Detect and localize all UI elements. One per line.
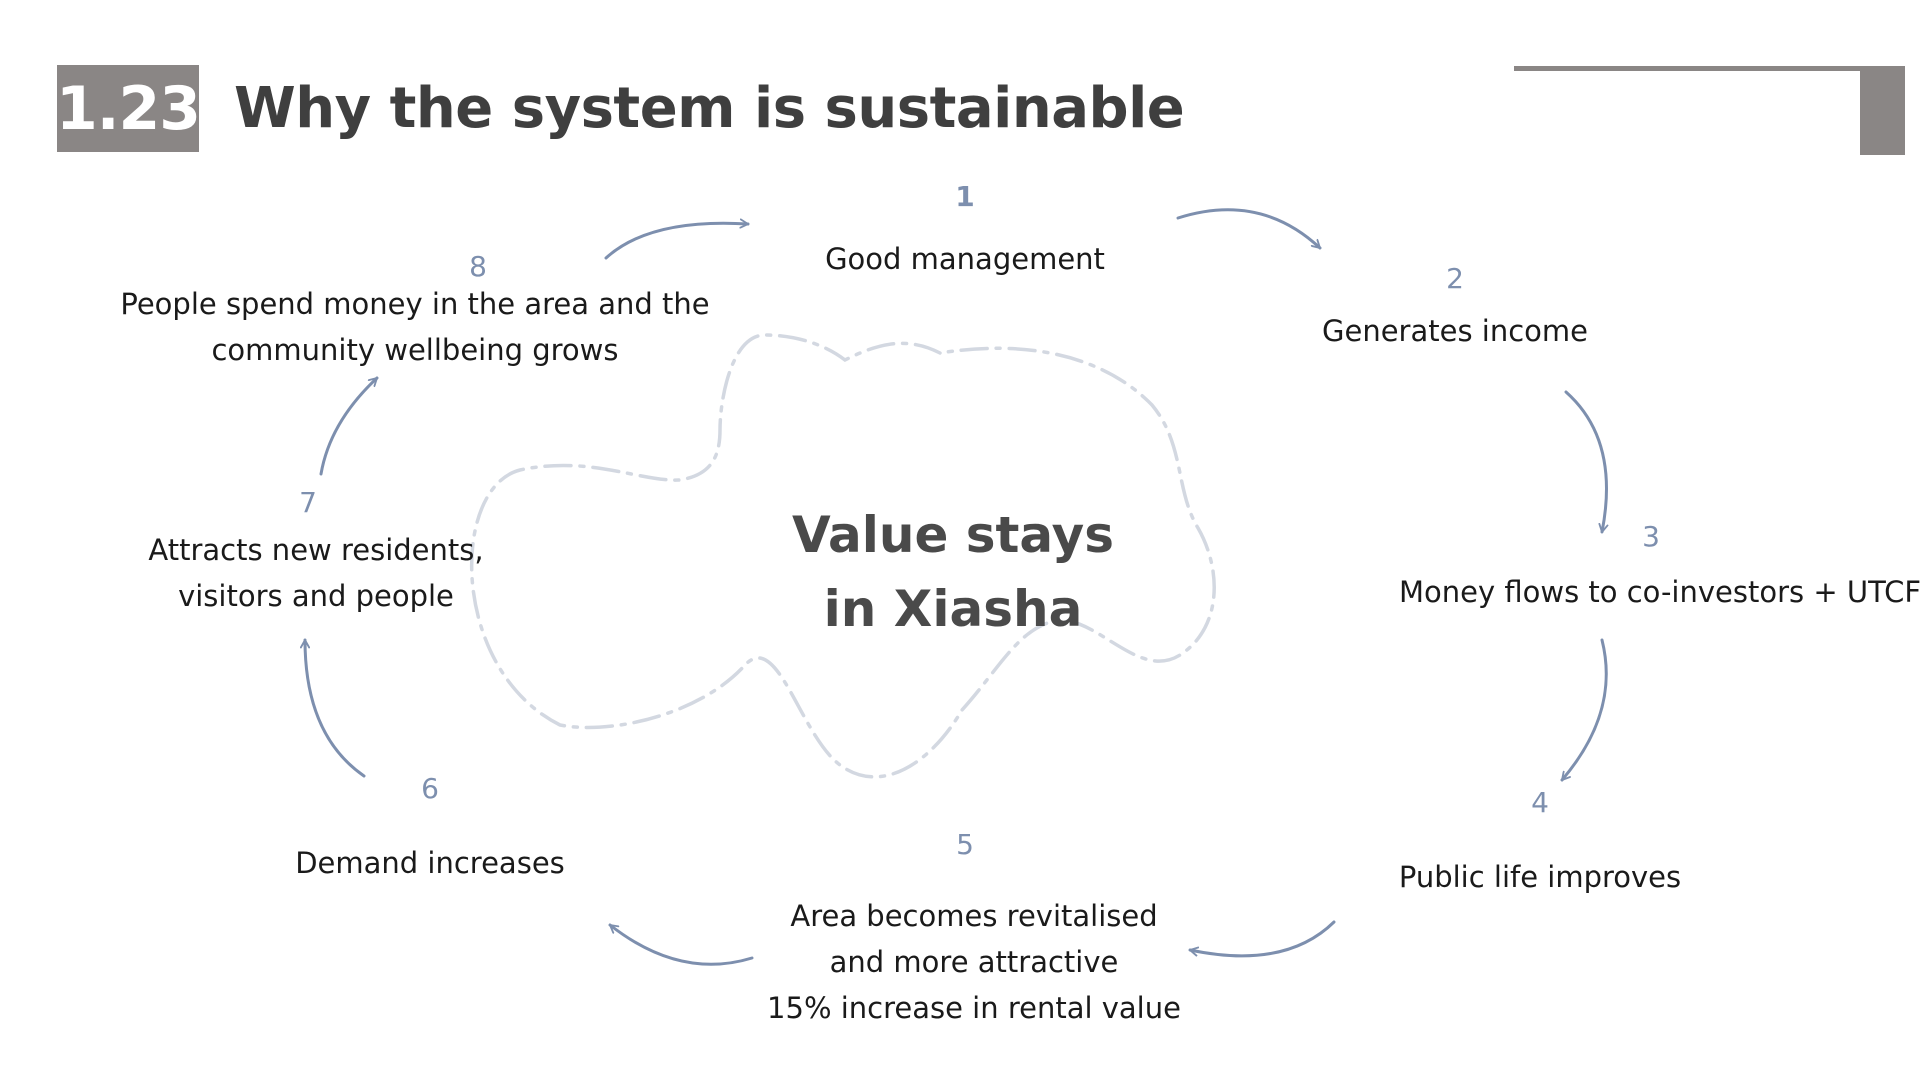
center-line-2: in Xiasha [823,580,1083,638]
step-8-number: 8 [469,250,487,283]
step-8-line-1: People spend money in the area and the [120,287,710,321]
step-7-number: 7 [299,486,317,519]
arrow-5-to-6 [608,923,754,966]
page-title: Why the system is sustainable [234,76,1185,141]
step-1-number: 1 [955,180,975,213]
step-5-line-1: Area becomes revitalised [790,899,1158,933]
center-value-text: Value stays in Xiasha [792,498,1114,646]
arrow-3-to-4 [1560,638,1608,782]
arrow-2-to-3 [1564,390,1607,534]
step-8-label: People spend money in the area and the c… [120,281,709,373]
value-blob-outline [469,333,1216,779]
arrow-4-to-5 [1188,920,1336,958]
arrow-1-to-2 [1176,208,1322,250]
step-7-line-2: visitors and people [178,579,454,613]
step-5-line-2: and more attractive [829,945,1119,979]
step-6-number: 6 [421,772,439,805]
step-4-label: Public life improves [1399,854,1681,900]
step-2-line-1: Generates income [1322,314,1588,348]
center-line-1: Value stays [792,506,1114,564]
step-3-label: Money flows to co-investors + UTCF [1399,569,1920,615]
step-6-label: Demand increases [295,840,565,886]
step-3-line-1: Money flows to co-investors + UTCF [1398,575,1920,609]
arrow-8-to-1 [604,223,750,260]
corner-rule [1514,66,1860,71]
step-4-line-1: Public life improves [1398,860,1682,894]
arrow-7-to-8 [319,376,379,476]
step-5-label: Area becomes revitalised and more attrac… [767,893,1181,1031]
slide-number-badge: 1.23 [56,65,201,152]
step-8-line-2: community wellbeing grows [211,333,619,367]
step-1-line-1: Good management [825,242,1105,276]
arrow-6-to-7 [305,638,366,778]
step-5-number: 5 [956,828,974,861]
step-6-line-1: Demand increases [295,846,565,880]
step-5-line-3: 15% increase in rental value [767,991,1181,1025]
step-1-label: Good management [825,236,1105,282]
corner-block [1860,66,1905,155]
step-2-label: Generates income [1322,308,1588,354]
step-7-line-1: Attracts new residents, [148,533,484,567]
step-2-number: 2 [1446,262,1464,295]
step-4-number: 4 [1531,786,1549,819]
step-7-label: Attracts new residents, visitors and peo… [148,527,483,619]
step-3-number: 3 [1642,520,1660,553]
